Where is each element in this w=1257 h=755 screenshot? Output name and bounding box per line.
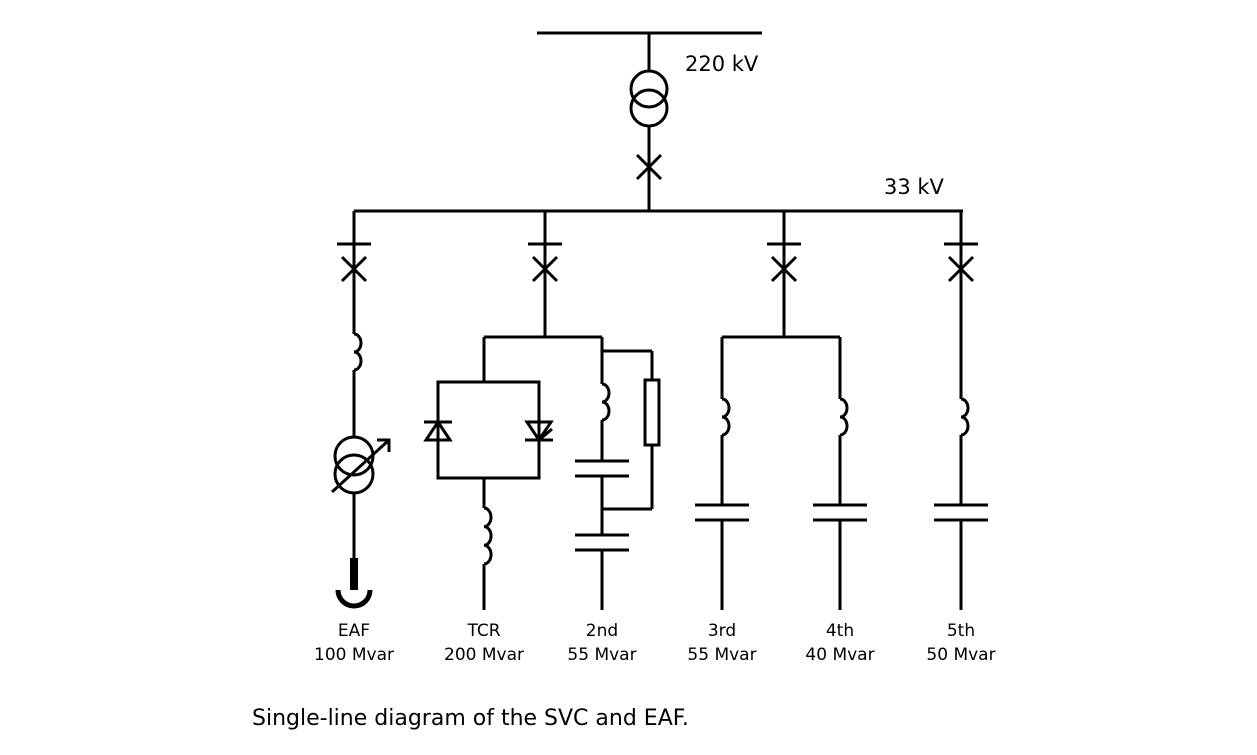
feeder-name-4th: 4th bbox=[826, 621, 854, 641]
feeder-rating-3rd: 55 Mvar bbox=[687, 645, 756, 665]
eaf-feeder bbox=[330, 211, 391, 609]
feeder-rating-4th: 40 Mvar bbox=[805, 645, 874, 665]
inductor-icon bbox=[353, 332, 363, 372]
feeder-labels: EAF 100 Mvar TCR 200 Mvar 2nd 55 Mvar 3r… bbox=[314, 621, 996, 665]
inductor-icon bbox=[601, 382, 611, 422]
filter-feeder-b bbox=[695, 211, 867, 610]
feeder-rating-5th: 50 Mvar bbox=[926, 645, 995, 665]
feeder-name-tcr: TCR bbox=[466, 621, 500, 641]
capacitor-icon bbox=[813, 503, 867, 522]
breaker-icon bbox=[340, 255, 368, 283]
thyristor-down-icon bbox=[524, 420, 554, 443]
capacitor-icon bbox=[695, 503, 749, 522]
thyristor-up-icon bbox=[423, 419, 453, 442]
filter-feeder-c bbox=[934, 211, 988, 610]
resistor-icon bbox=[643, 378, 661, 447]
capacitor-icon bbox=[575, 459, 629, 478]
feeder-name-eaf: EAF bbox=[338, 621, 370, 641]
feeder-name-3rd: 3rd bbox=[708, 621, 736, 641]
main-breaker-icon bbox=[635, 153, 663, 181]
breaker-icon bbox=[770, 255, 798, 283]
variable-transformer-icon bbox=[330, 435, 391, 495]
feeder-name-5th: 5th bbox=[947, 621, 975, 641]
svc-feeder-a bbox=[423, 211, 661, 610]
inductor-icon bbox=[483, 506, 493, 566]
feeder-rating-eaf: 100 Mvar bbox=[314, 645, 394, 665]
inductor-icon bbox=[721, 397, 731, 437]
inductor-icon bbox=[960, 397, 970, 437]
breaker-icon bbox=[531, 255, 559, 283]
breaker-icon bbox=[947, 255, 975, 283]
inductor-icon bbox=[839, 397, 849, 437]
feeder-rating-2nd: 55 Mvar bbox=[567, 645, 636, 665]
main-transformer-icon bbox=[629, 69, 669, 128]
figure-caption: Single-line diagram of the SVC and EAF. bbox=[252, 706, 689, 731]
furnace-electrode-icon bbox=[335, 589, 373, 609]
voltage-label-33kv: 33 kV bbox=[884, 175, 945, 199]
capacitor-icon bbox=[934, 503, 988, 522]
feeder-name-2nd: 2nd bbox=[586, 621, 618, 641]
capacitor-icon bbox=[575, 533, 629, 552]
feeder-rating-tcr: 200 Mvar bbox=[444, 645, 524, 665]
voltage-label-220kv: 220 kV bbox=[685, 52, 759, 76]
